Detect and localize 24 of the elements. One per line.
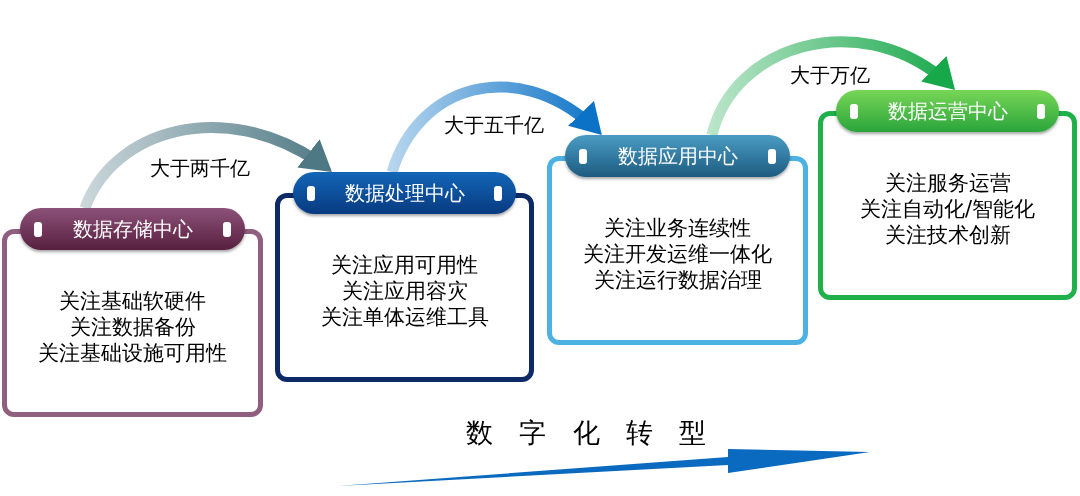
focus-item: 关注业务连续性 (604, 215, 751, 241)
direction-label: 数字化转型 (466, 417, 706, 448)
stage-title: 数据应用中心 (617, 144, 738, 168)
stage-card (818, 90, 1077, 300)
stage-title: 数据存储中心 (72, 217, 193, 241)
stage-title: 数据运营中心 (887, 99, 1008, 123)
focus-item: 关注基础设施可用性 (38, 340, 227, 366)
focus-item: 关注自动化/智能化 (859, 196, 1036, 222)
focus-item: 关注基础软硬件 (59, 288, 206, 314)
focus-item: 关注数据备份 (69, 314, 196, 340)
focus-item: 关注应用容灾 (341, 278, 468, 304)
edge-label: 大于两千亿 (150, 157, 250, 179)
focus-item: 关注应用可用性 (331, 252, 478, 278)
edge-label: 大于万亿 (790, 64, 870, 86)
focus-item: 关注技术创新 (884, 222, 1011, 248)
focus-item: 关注服务运营 (884, 170, 1011, 196)
stage-card (275, 172, 534, 382)
stage-card (547, 135, 808, 345)
stage-card (2, 208, 263, 417)
stage-title: 数据处理中心 (344, 181, 465, 205)
edge-label: 大于五千亿 (444, 114, 544, 136)
focus-item: 关注单体运维工具 (320, 304, 489, 330)
focus-item: 关注开发运维一体化 (583, 241, 772, 267)
focus-item: 关注运行数据治理 (593, 267, 762, 293)
